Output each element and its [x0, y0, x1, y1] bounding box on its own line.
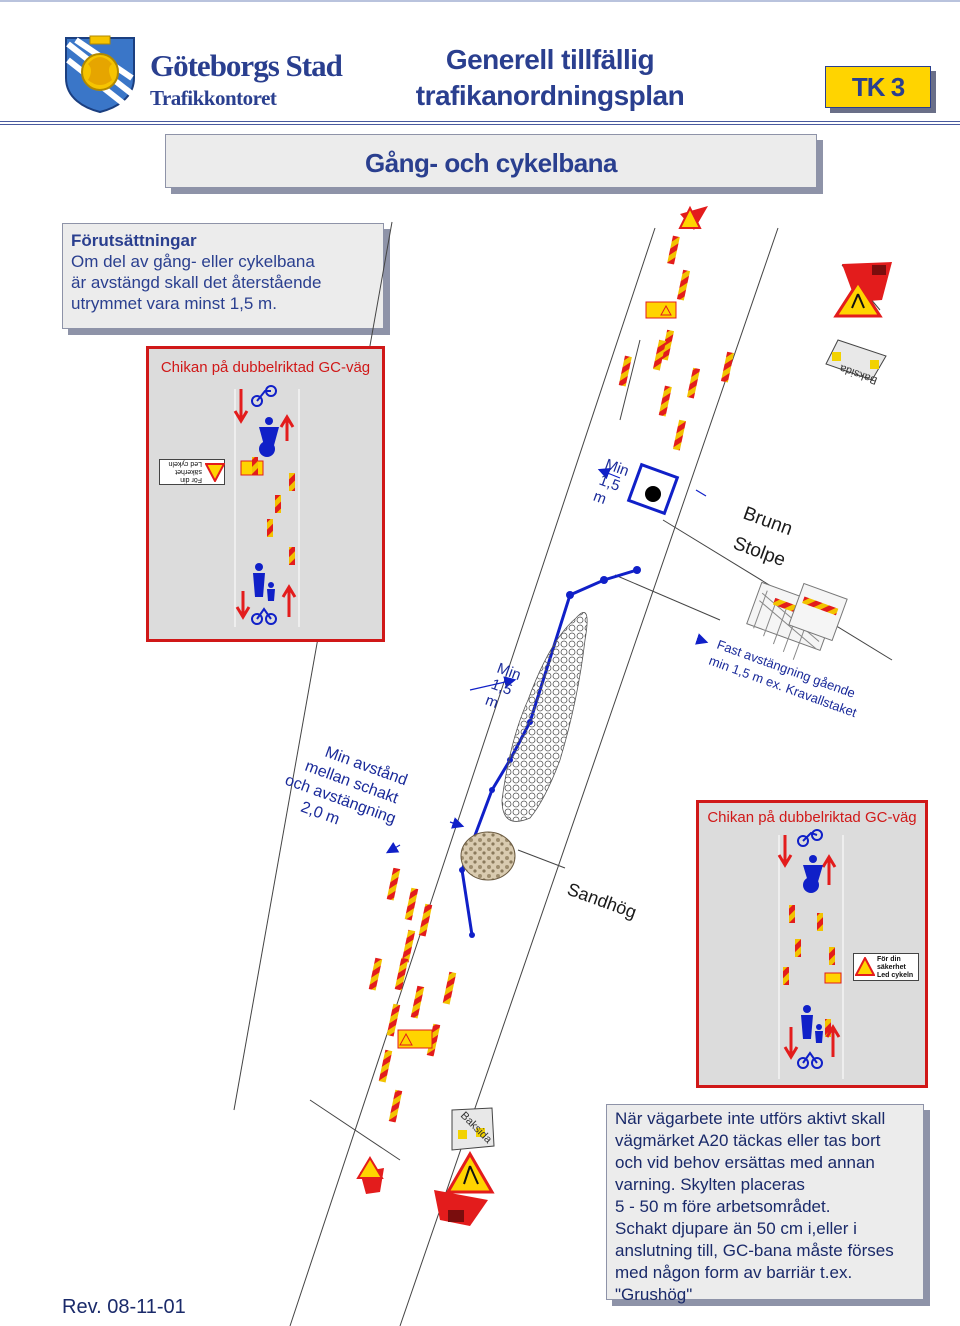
- pedestrian-icon: [801, 1005, 823, 1043]
- preconditions-line: är avstängd skall det återstående: [71, 273, 322, 292]
- roadwork-sign-icon: [356, 1156, 384, 1194]
- chicane-title-right: Chikan på dubbelriktad GC-väg: [707, 809, 917, 826]
- pedestrian-icon: [803, 855, 823, 893]
- header-rule-2: [0, 124, 960, 125]
- info-sign-left: För din säkerhet Led cykeln: [159, 459, 225, 485]
- org-name: Göteborgs Stad: [150, 48, 343, 83]
- warning-triangle-icon: [205, 463, 225, 482]
- chicane-panel-left: Chikan på dubbelriktad GC-väg: [146, 346, 385, 642]
- sign-back-panel: [451, 1107, 495, 1151]
- preconditions-line: Om del av gång- eller cykelbana: [71, 252, 315, 271]
- plan-title: Generell tillfällig trafikanordningsplan: [380, 42, 720, 114]
- info-sign-right: För din säkerhet Led cykeln: [853, 953, 919, 981]
- info-sign-line: säkerhet: [877, 964, 906, 971]
- barrier-icon: [618, 235, 735, 451]
- dimension-arrows: [385, 467, 709, 854]
- top-rule: [0, 0, 960, 2]
- bicycle-icon: [797, 1051, 823, 1069]
- preconditions-line: utrymmet vara minst 1,5 m.: [71, 294, 277, 313]
- note-box: När vägarbete inte utförs aktivt skall v…: [606, 1104, 924, 1304]
- note-line: vägmärket A20 täckas eller tas bort: [615, 1131, 881, 1150]
- note-line: Schakt djupare än 50 cm i,eller i: [615, 1219, 857, 1238]
- label-brunn: Brunn: [740, 503, 795, 540]
- revision-label: Rev. 08-11-01: [62, 1296, 186, 1318]
- warning-sign-small: [397, 1029, 433, 1049]
- warning-sign-small: [645, 301, 677, 319]
- chicane-right-drawing: [777, 829, 844, 1079]
- barrier-icon: [368, 867, 457, 1123]
- fence-kravallstaket: [746, 581, 848, 660]
- direction-arrow-down: [233, 389, 249, 424]
- info-sign-line: Led cykeln: [877, 972, 914, 979]
- excavation-area: [501, 612, 588, 822]
- header-rule-1: [0, 121, 960, 122]
- preconditions-box: Förutsättningar Om del av gång- eller cy…: [62, 223, 384, 329]
- path-edge-left: [289, 227, 656, 1326]
- pedestrian-icon: [253, 563, 275, 601]
- label-sandhog: Sandhög: [565, 879, 640, 922]
- note-line: anslutning till, GC-bana måste förses: [615, 1241, 894, 1260]
- info-sign-line: För din: [877, 956, 901, 963]
- sign-back-panel: [825, 339, 887, 381]
- barrier-icon: [783, 905, 835, 1037]
- bicycle-icon: [797, 829, 823, 847]
- bicycle-icon: [251, 607, 277, 625]
- preconditions-heading: Förutsättningar: [71, 231, 197, 250]
- warning-triangle-icon: [855, 957, 875, 976]
- pedestrian-icon: [259, 417, 279, 457]
- note-line: När vägarbete inte utförs aktivt skall: [615, 1109, 886, 1128]
- barrier-icon: [252, 457, 295, 565]
- manhole-icon: [626, 462, 680, 516]
- gravel-pile: [460, 831, 516, 881]
- subtitle-box: Gång- och cykelbana: [165, 134, 817, 188]
- leader-line: [614, 574, 721, 621]
- label-min-avstand: Min avstånd mellan schakt och avstängnin…: [276, 733, 416, 848]
- note-line: "Grushög": [615, 1285, 693, 1304]
- label-stolpe: Stolpe: [730, 533, 788, 571]
- direction-arrow-up: [279, 414, 295, 441]
- note-line: 5 - 50 m före arbetsområdet.: [615, 1197, 831, 1216]
- label-min-top: Min 1,5 m: [591, 456, 635, 514]
- info-sign-line: säkerhet: [175, 468, 202, 475]
- leader-line: [517, 849, 566, 869]
- bicycle-icon: [251, 385, 277, 407]
- route-nodes: [459, 566, 641, 938]
- note-line: varning. Skylten placeras: [615, 1175, 805, 1194]
- info-sign-line: Led cykeln: [168, 460, 202, 467]
- note-line: och vid behov ersättas med annan: [615, 1153, 875, 1172]
- leader-line: [309, 1099, 401, 1161]
- info-sign-line: För din: [180, 476, 202, 483]
- plan-title-line2: trafikanordningsplan: [415, 80, 685, 111]
- org-dept: Trafikkontoret: [150, 86, 277, 110]
- chicane-title-left: Chikan på dubbelriktad GC-väg: [160, 359, 371, 376]
- roadwork-sign-icon: [678, 205, 708, 230]
- label-min-mid: Min 1,5 m: [483, 660, 527, 718]
- plan-title-line1: Generell tillfällig: [445, 44, 655, 75]
- chicane-panel-right: Chikan på dubbelriktad GC-väg: [696, 800, 928, 1088]
- city-crest-icon: [65, 35, 135, 114]
- chicane-left-drawing: [233, 385, 300, 627]
- plan-code-badge: TK 3: [825, 66, 931, 108]
- roadwork-sign-icon: [833, 262, 892, 318]
- note-line: med någon form av barriär t.ex.: [615, 1263, 853, 1282]
- roadwork-sign-icon: [434, 1151, 495, 1226]
